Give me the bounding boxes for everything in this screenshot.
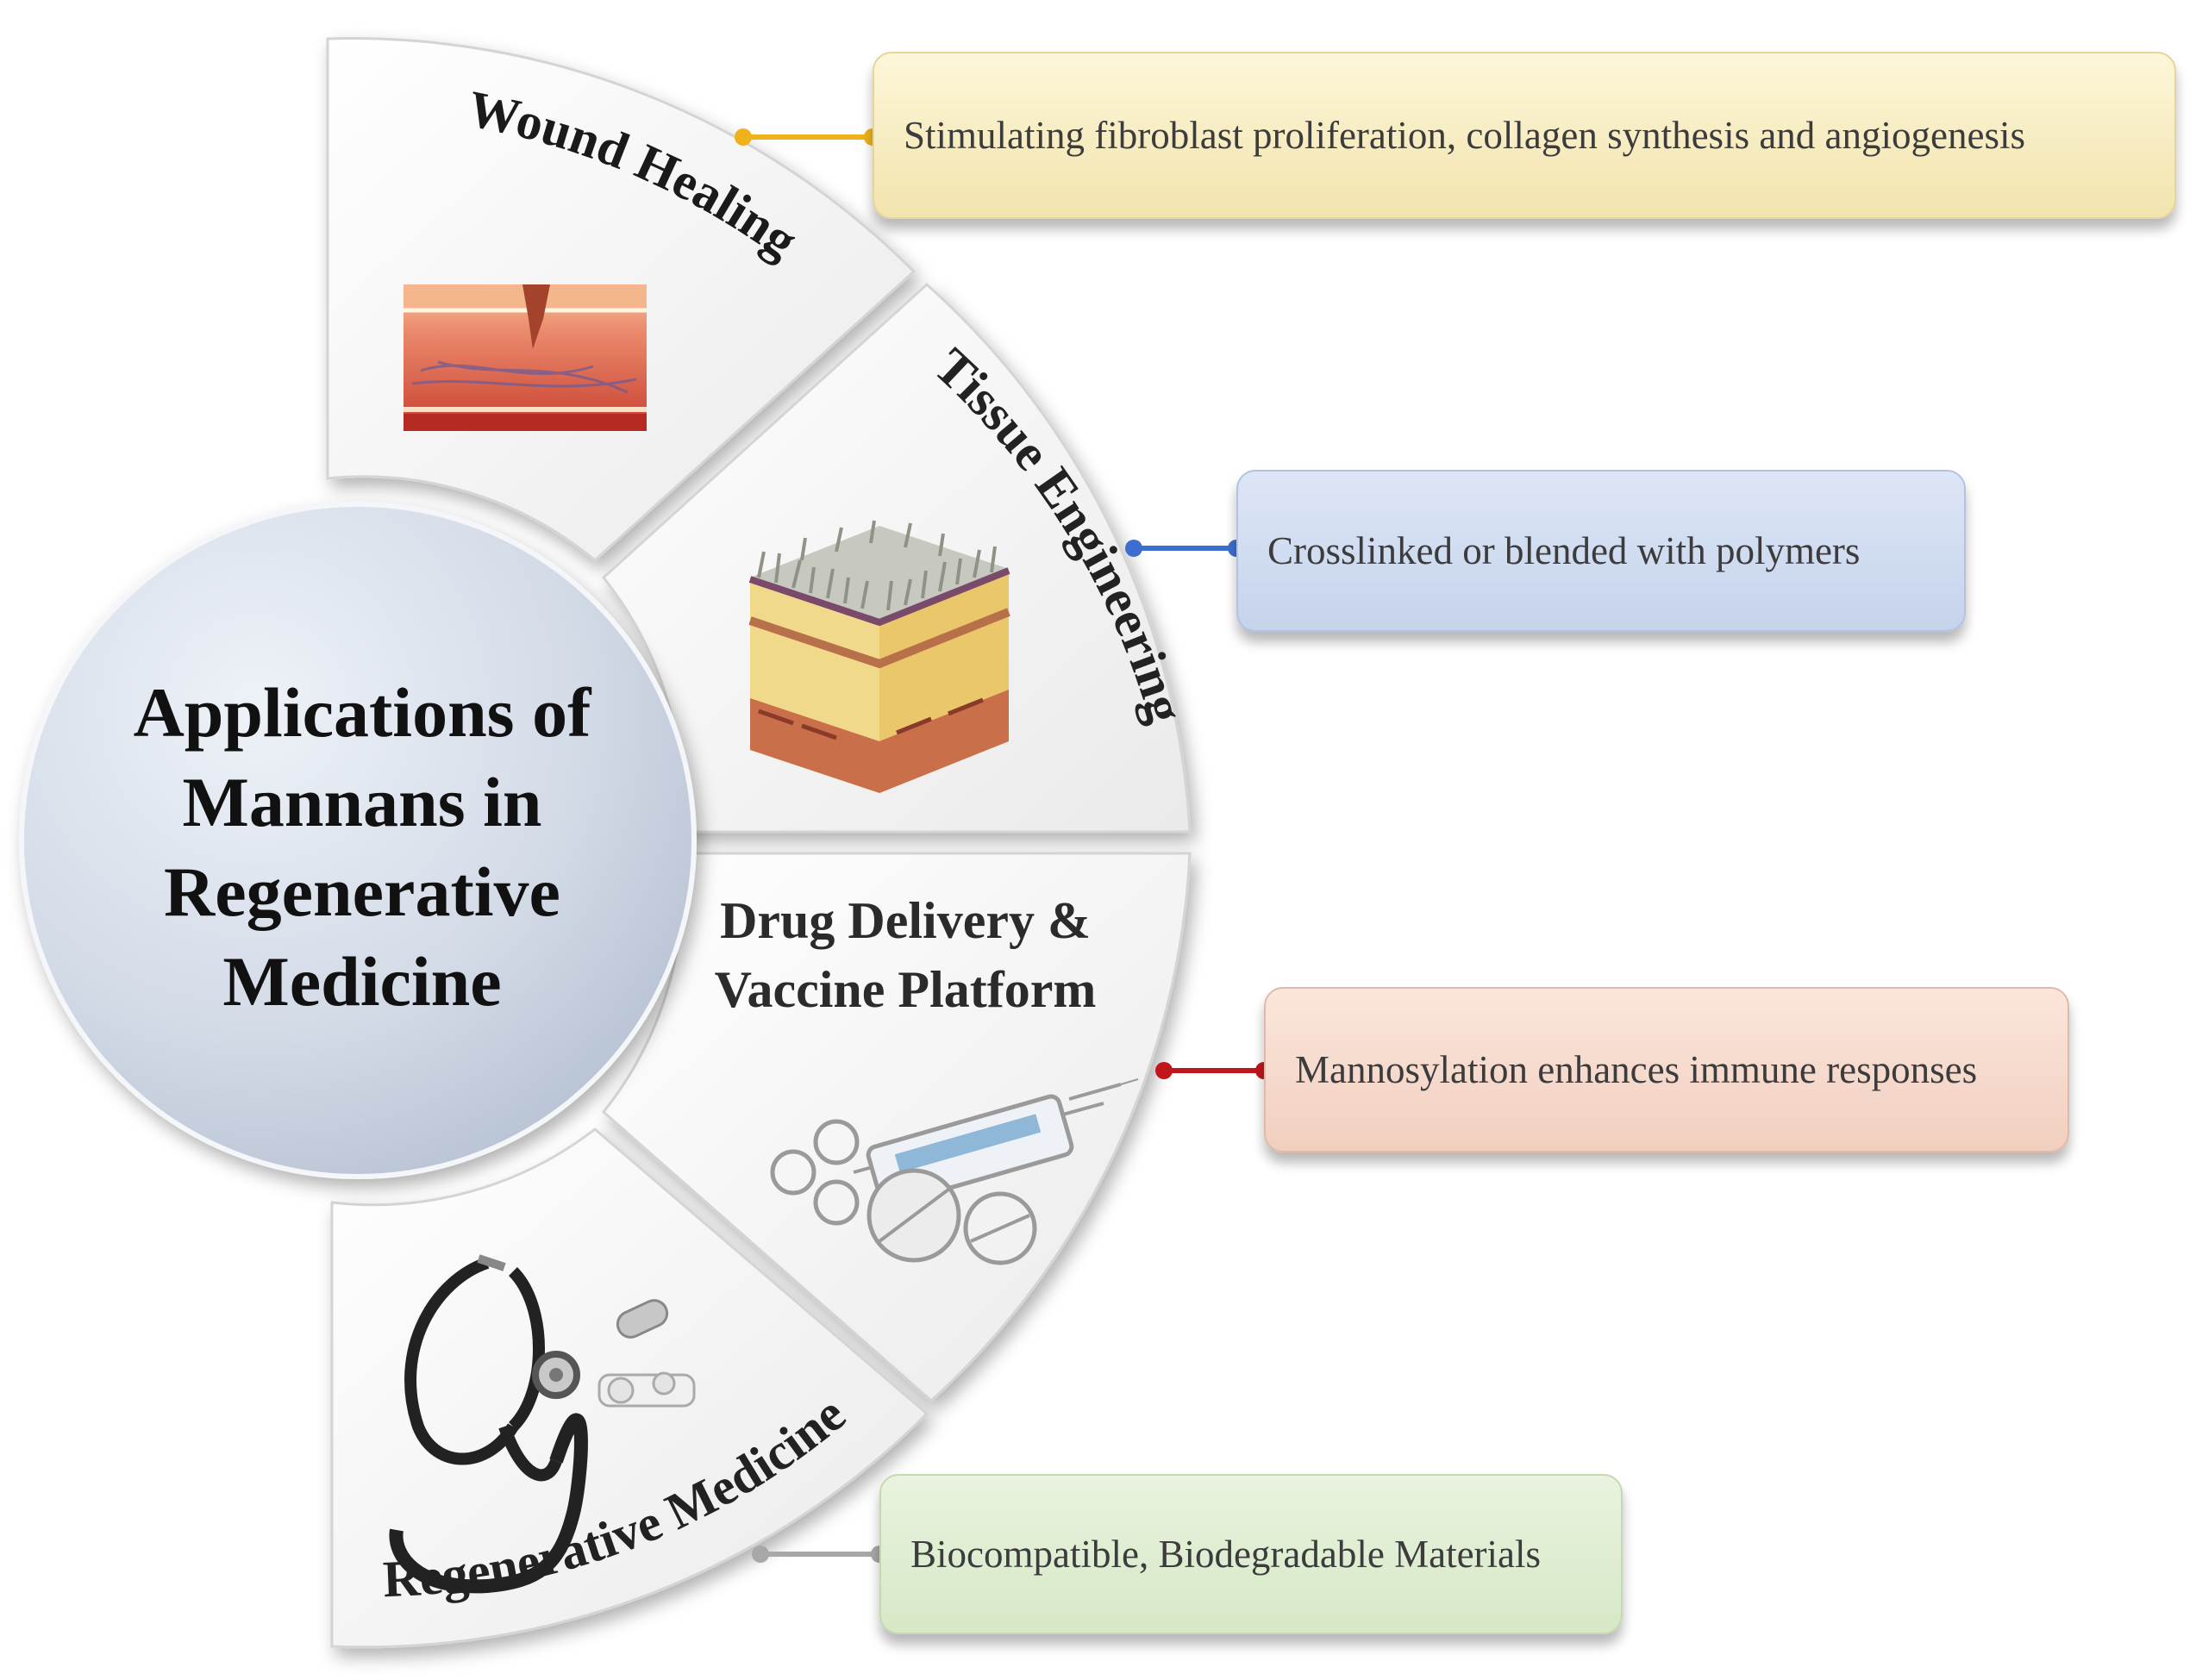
- connector-wound-healing: [735, 128, 881, 146]
- hub-circle: [19, 502, 697, 1179]
- skin-layers-icon: [748, 520, 1010, 793]
- hub-title-line: Mannans in: [182, 763, 542, 841]
- description-text: Mannosylation enhances immune responses: [1295, 1048, 1978, 1091]
- description-text: Crosslinked or blended with polymers: [1267, 529, 1861, 572]
- sector-label-drug-delivery: Drug Delivery & Vaccine Platform: [690, 886, 1121, 1024]
- description-box-drug-delivery: Mannosylation enhances immune responses: [1264, 987, 2069, 1152]
- description-text: Biocompatible, Biodegradable Materials: [910, 1533, 1542, 1576]
- hub-title-line: Applications of: [133, 673, 591, 752]
- stethoscope-icon: [389, 1254, 696, 1594]
- description-text: Stimulating fibroblast proliferation, co…: [904, 114, 2026, 157]
- connector-tissue-engineering: [1125, 540, 1245, 557]
- sector-label-line: Vaccine Platform: [714, 961, 1097, 1018]
- hub-title-line: Medicine: [222, 942, 502, 1021]
- syringe-icon: [770, 1078, 1139, 1265]
- hub-title-line: Regenerative: [164, 852, 560, 931]
- hub-title: Applications of Mannans in Regenerative …: [78, 668, 647, 1027]
- skin-wound-icon: [404, 284, 647, 431]
- description-box-regenerative-medicine: Biocompatible, Biodegradable Materials: [879, 1474, 1623, 1634]
- description-box-wound-healing: Stimulating fibroblast proliferation, co…: [873, 52, 2176, 219]
- sector-label-line: Drug Delivery &: [720, 892, 1091, 949]
- connector-drug-delivery: [1155, 1062, 1273, 1079]
- connector-regenerative-medicine: [752, 1546, 888, 1563]
- description-box-tissue-engineering: Crosslinked or blended with polymers: [1236, 470, 1966, 632]
